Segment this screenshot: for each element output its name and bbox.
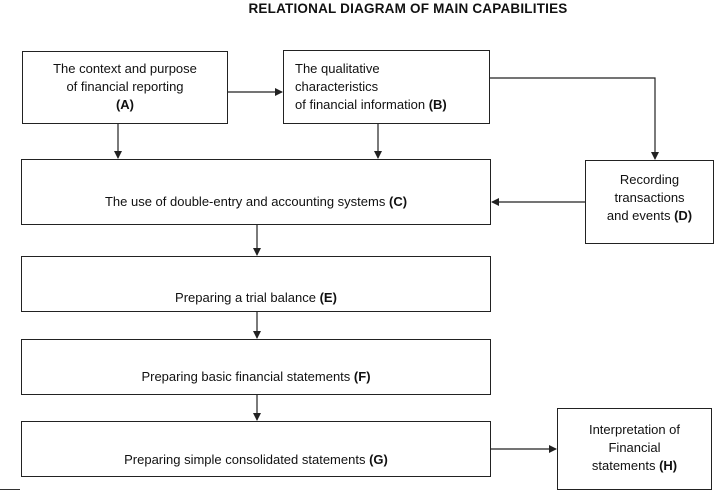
box-b-code: (B) — [428, 97, 447, 112]
box-context-purpose: The context and purpose of financial rep… — [22, 51, 228, 124]
box-g-text: Preparing simple consolidated statements — [124, 452, 366, 467]
box-f-code: (F) — [353, 369, 371, 384]
box-qualitative-characteristics: The qualitative characteristics of finan… — [283, 50, 490, 124]
box-h-line-2: Financial — [608, 440, 661, 455]
box-d-line-1: Recording — [619, 172, 680, 187]
divider — [0, 489, 20, 490]
box-h-line-3: statements — [591, 458, 656, 473]
box-g-code: (G) — [369, 452, 388, 467]
box-b-line-2: characteristics — [295, 79, 379, 94]
box-e-text: Preparing a trial balance — [175, 290, 316, 305]
box-trial-balance: Preparing a trial balance (E) — [21, 256, 491, 312]
box-d-line-3: and events — [606, 208, 671, 223]
box-b-line-3: of financial information — [295, 97, 426, 112]
box-f-text: Preparing basic financial statements — [141, 369, 351, 384]
box-d-code: (D) — [674, 208, 693, 223]
box-e-code: (E) — [319, 290, 337, 305]
box-d-line-2: transactions — [614, 190, 685, 205]
box-c-text: The use of double-entry and accounting s… — [104, 194, 386, 209]
box-recording-transactions: Recording transactions and events (D) — [585, 160, 714, 244]
box-a-line-1: The context and purpose — [53, 61, 197, 76]
box-a-code: (A) — [115, 97, 135, 112]
box-interpretation: Interpretation of Financial statements (… — [557, 408, 712, 490]
box-consolidated-statements: Preparing simple consolidated statements… — [21, 421, 491, 477]
box-a-line-2: of financial reporting — [66, 79, 184, 94]
box-c-code: (C) — [388, 194, 408, 209]
arrow-b-to-d — [490, 77, 659, 160]
box-h-code: (H) — [659, 458, 678, 473]
box-double-entry-systems: The use of double-entry and accounting s… — [21, 159, 491, 225]
box-b-line-1: The qualitative — [295, 61, 380, 76]
box-basic-financial-statements: Preparing basic financial statements (F) — [21, 339, 491, 395]
box-h-line-1: Interpretation of — [588, 422, 681, 437]
diagram-title: RELATIONAL DIAGRAM OF MAIN CAPABILITIES — [248, 1, 568, 16]
